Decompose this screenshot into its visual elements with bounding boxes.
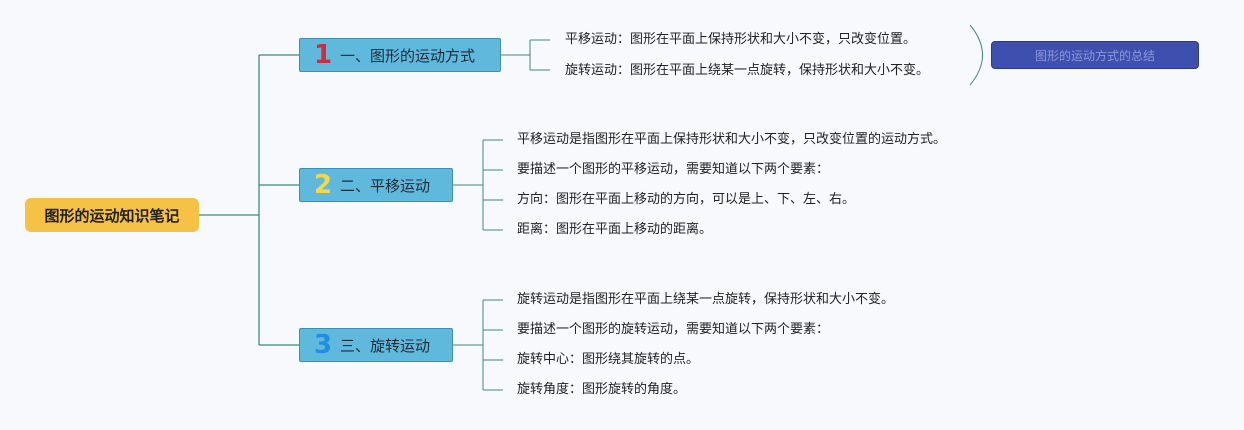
branch-2-leaf-3[interactable]: 方向：图形在平面上移动的方向，可以是上、下、左、右。 — [517, 192, 856, 207]
summary-bracket — [969, 24, 983, 86]
branch-topic-2-label: 二、平移运动 — [340, 176, 431, 195]
branch-1-leaf-connector — [500, 39, 550, 71]
branch-2-leaf-1[interactable]: 平移运动是指图形在平面上保持形状和大小不变，只改变位置的运动方式。 — [517, 132, 947, 147]
branch-topic-1-label: 一、图形的运动方式 — [340, 46, 476, 65]
branch-3-leaf-connector — [452, 299, 503, 391]
number-1-icon: 1 — [313, 40, 333, 70]
branch-2-leaf-2[interactable]: 要描述一个图形的平移运动，需要知道以下两个要素： — [517, 162, 830, 177]
number-3-icon: 3 — [313, 330, 333, 360]
summary-tag-label: 图形的运动方式的总结 — [1034, 48, 1155, 63]
branch-2-leaf-4[interactable]: 距离：图形在平面上移动的距离。 — [517, 222, 713, 237]
branch-topic-2[interactable]: 2 二、平移运动 — [299, 168, 453, 202]
branch-2-leaf-connector — [452, 139, 503, 231]
number-2-icon: 2 — [313, 170, 333, 200]
branch-topic-1[interactable]: 1 一、图形的运动方式 — [299, 38, 501, 72]
summary-tag[interactable]: 图形的运动方式的总结 — [991, 41, 1199, 69]
branch-topic-3-label: 三、旋转运动 — [340, 336, 431, 355]
branch-3-leaf-4[interactable]: 旋转角度：图形旋转的角度。 — [517, 382, 687, 397]
branch-1-leaf-2[interactable]: 旋转运动：图形在平面上绕某一点旋转，保持形状和大小不变。 — [565, 63, 930, 78]
root-topic[interactable]: 图形的运动知识笔记 — [25, 198, 199, 232]
branch-1-leaf-1[interactable]: 平移运动：图形在平面上保持形状和大小不变，只改变位置。 — [565, 32, 917, 47]
branch-topic-3[interactable]: 3 三、旋转运动 — [299, 328, 453, 362]
branch-3-leaf-1[interactable]: 旋转运动是指图形在平面上绕某一点旋转，保持形状和大小不变。 — [517, 292, 895, 307]
root-topic-label: 图形的运动知识笔记 — [44, 206, 180, 225]
branch-3-leaf-2[interactable]: 要描述一个图形的旋转运动，需要知道以下两个要素： — [517, 322, 830, 337]
branch-3-leaf-3[interactable]: 旋转中心：图形绕其旋转的点。 — [517, 352, 700, 367]
